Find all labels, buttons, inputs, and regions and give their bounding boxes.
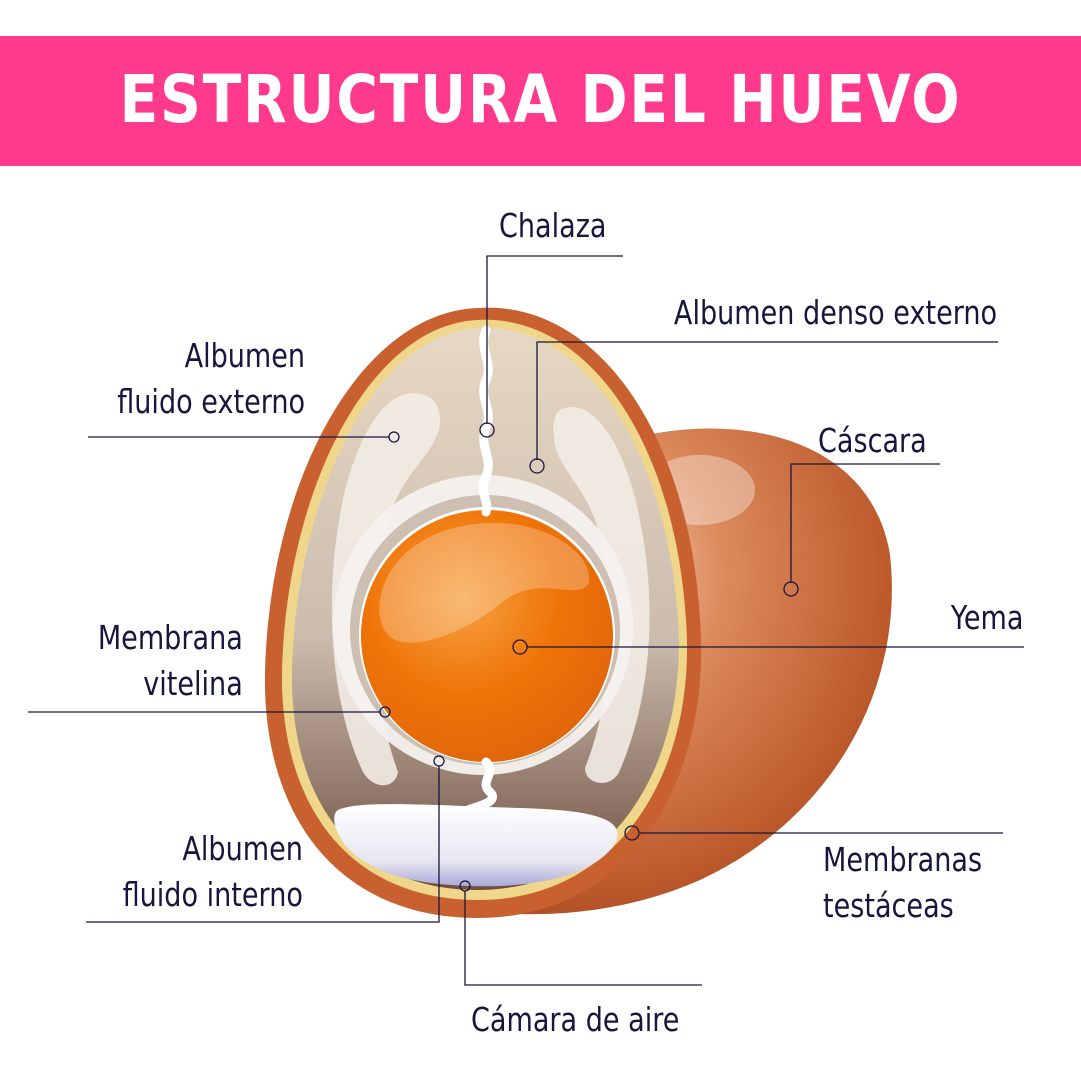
- chalaza-bottom: [463, 757, 497, 815]
- marker-yema: [512, 639, 528, 655]
- chalaza-top: [478, 325, 493, 517]
- leader-albumen-fluido-interno: [86, 766, 440, 923]
- air-cell: [334, 804, 618, 887]
- marker-membrana-vitelina: [379, 706, 391, 718]
- label-yema: Yema: [950, 598, 1023, 637]
- label-chalaza: Chalaza: [499, 206, 607, 245]
- marker-chalaza: [479, 422, 495, 438]
- marker-albumen-fluido-interno: [433, 755, 445, 767]
- yolk-highlight: [379, 522, 590, 643]
- label-membrana-vitelina: Membrana vitelina: [98, 618, 243, 703]
- marker-albumen-denso-externo: [529, 458, 545, 474]
- yolk: [361, 510, 613, 762]
- marker-albumen-fluido-externo: [388, 431, 400, 443]
- label-camara-de-aire: Cámara de aire: [471, 1000, 680, 1039]
- label-cascara: Cáscara: [818, 421, 927, 460]
- label-albumen-denso-externo: Albumen denso externo: [673, 293, 997, 332]
- leader-chalaza: [486, 255, 623, 424]
- marker-camara-de-aire: [459, 880, 471, 892]
- albumen-fluido-externo-right: [553, 407, 650, 783]
- label-albumen-fluido-interno: Albumen fluido interno: [122, 829, 303, 914]
- leader-albumen-denso-externo: [536, 341, 998, 460]
- marker-cascara: [783, 581, 799, 597]
- title-banner: [0, 36, 1081, 166]
- leader-camara-de-aire: [464, 891, 702, 986]
- page-title: ESTRUCTURA DEL HUEVO: [119, 61, 962, 138]
- label-albumen-fluido-externo: Albumen fluido externo: [117, 336, 305, 421]
- leader-cascara: [790, 463, 940, 583]
- marker-membranas-testaceas: [624, 825, 640, 841]
- label-membranas-testaceas: Membranas testáceas: [823, 840, 983, 925]
